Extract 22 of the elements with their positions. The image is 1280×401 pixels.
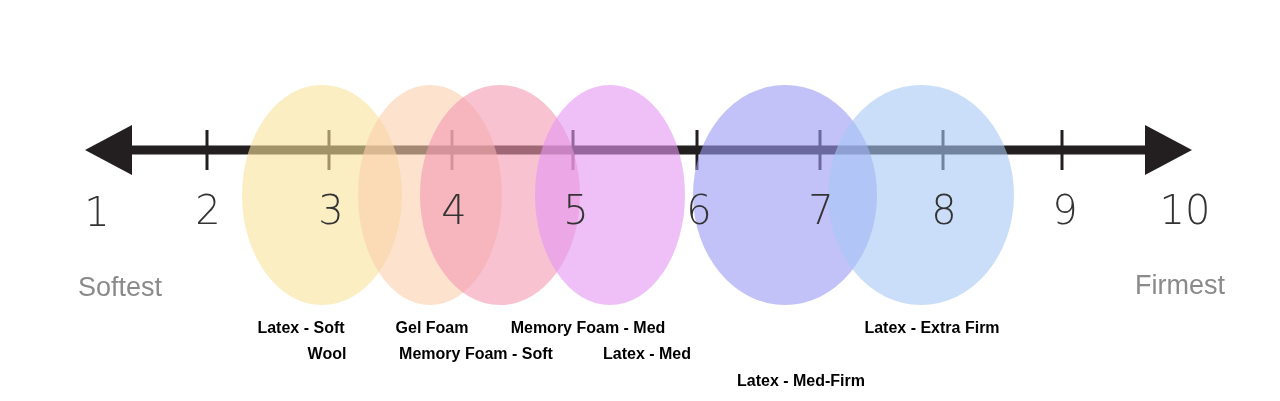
material-label: Wool: [307, 346, 347, 362]
scale-number: 10: [1159, 190, 1211, 230]
scale-number: 6: [686, 190, 712, 230]
scale-number: 5: [563, 190, 589, 230]
scale-number: 9: [1052, 190, 1078, 230]
scale-end-label: Softest: [78, 273, 162, 301]
material-label: Latex - Extra Firm: [864, 320, 1000, 336]
material-label: Gel Foam: [395, 320, 469, 336]
scale-number: 4: [441, 190, 467, 230]
scale-number: 7: [808, 190, 834, 230]
range-ellipse: [535, 85, 685, 305]
scale-number: 8: [931, 190, 957, 230]
material-label: Latex - Med: [603, 346, 691, 362]
material-label: Memory Foam - Med: [510, 320, 666, 336]
scale-number: 3: [318, 190, 344, 230]
material-label: Latex - Soft: [257, 320, 345, 336]
range-ellipse: [828, 85, 1014, 305]
scale-end-label: Firmest: [1135, 271, 1225, 299]
material-label: Memory Foam - Soft: [399, 346, 553, 362]
scale-number: 1: [84, 192, 110, 232]
scale-number: 2: [195, 190, 221, 230]
material-label: Latex - Med-Firm: [737, 373, 865, 389]
